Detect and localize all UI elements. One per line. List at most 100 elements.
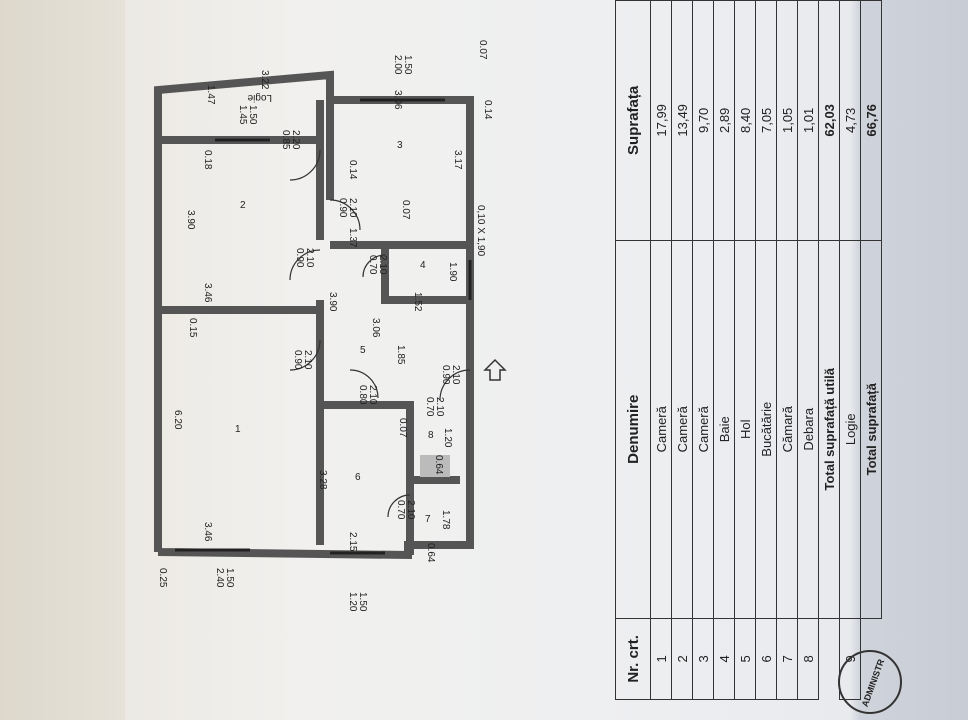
- dim: 0.90: [337, 198, 348, 218]
- dim: 0.80: [357, 385, 368, 405]
- dim: 3.22: [259, 70, 270, 90]
- dim: 1.78: [440, 510, 451, 530]
- dim: 2.10: [405, 500, 416, 520]
- dim: 3.90: [327, 292, 338, 312]
- header-nr: Nr. crt.: [615, 618, 651, 700]
- dim: 2.40: [214, 568, 225, 588]
- stamp: ADMINISTR: [838, 650, 902, 714]
- cell-nr: 5: [734, 618, 756, 700]
- dim: 2.10: [304, 248, 315, 268]
- dim: 0.14: [482, 100, 493, 120]
- cell-area: 1,05: [776, 0, 798, 241]
- cell-name: Cameră: [650, 240, 672, 619]
- cell-nr: 7: [776, 618, 798, 700]
- dim: 2.10: [347, 198, 358, 218]
- dim: 0.25: [157, 568, 168, 588]
- total-label: Total suprafață: [860, 240, 882, 619]
- cell-name: Cameră: [671, 240, 693, 619]
- dim: 0.70: [367, 255, 378, 275]
- dim: 1.47: [205, 85, 216, 105]
- room-number: 1: [235, 424, 241, 435]
- dim: 0.90: [292, 350, 303, 370]
- cell-name: Debara: [797, 240, 819, 619]
- dim: 0.18: [202, 150, 213, 170]
- dim: 3.06: [392, 90, 403, 110]
- dimension-labels: Logie 3.22 1.47 1.45 1.50 0.85 2.20 0.07…: [157, 40, 493, 612]
- shaft: [420, 455, 450, 477]
- table-header: Nr. crt. Denumire Suprafața: [615, 0, 651, 700]
- dim: 0.07: [477, 40, 488, 60]
- dim: 2.00: [392, 55, 403, 75]
- header-denumire: Denumire: [615, 240, 651, 619]
- dim: 3.28: [317, 470, 328, 490]
- cell-nr: 3: [692, 618, 714, 700]
- dim: 1.45: [237, 105, 248, 125]
- cell-nr: 4: [713, 618, 735, 700]
- dim: 0.15: [187, 318, 198, 338]
- dim: 2.10: [367, 385, 378, 405]
- dim: 0.90: [440, 365, 451, 385]
- room-number: 3: [397, 140, 403, 151]
- dim: 0.07: [397, 418, 408, 438]
- dim: 0.64: [425, 543, 436, 563]
- dim: 3.46: [202, 283, 213, 303]
- dim: 3.46: [202, 522, 213, 542]
- room-number: 6: [355, 472, 361, 483]
- cell-nr: 1: [650, 618, 672, 700]
- dim: 2.10: [377, 255, 388, 275]
- cell-name: Baie: [713, 240, 735, 619]
- windows: [175, 98, 472, 555]
- total-util-label: Total suprafață utilă: [818, 240, 840, 619]
- dim: 0.85: [280, 130, 291, 150]
- room-number: 4: [420, 260, 426, 271]
- dim: 2.15: [347, 532, 358, 552]
- dim: 0.14: [347, 160, 358, 180]
- cell-name: Logie: [839, 240, 861, 619]
- dim: 1.20: [347, 592, 358, 612]
- dim: 0.70: [395, 500, 406, 520]
- cell-nr: 2: [671, 618, 693, 700]
- dim: 1.20: [442, 428, 453, 448]
- dim: 2.10: [302, 350, 313, 370]
- total-value: 66,76: [860, 0, 882, 241]
- room-number: 7: [425, 514, 431, 525]
- cell-area: 9,70: [692, 0, 714, 241]
- door-swings: [289, 149, 471, 518]
- wall-kitchen: [320, 401, 414, 555]
- room-number: 8: [428, 430, 434, 441]
- dim: 1.50: [224, 568, 235, 588]
- dim: 1.90: [447, 262, 458, 282]
- cell-area: 17,99: [650, 0, 672, 241]
- dim: 2.10: [450, 365, 461, 385]
- cell-name: Cămară: [776, 240, 798, 619]
- dim: 3.06: [370, 318, 381, 338]
- dim: 0.07: [400, 200, 411, 220]
- cell-area: 13,49: [671, 0, 693, 241]
- stamp-text: ADMINISTR: [859, 657, 887, 709]
- cell-name: Cameră: [692, 240, 714, 619]
- cell-area: 1,01: [797, 0, 819, 241]
- cell-name: Hol: [734, 240, 756, 619]
- logia-label: Logie: [247, 92, 272, 103]
- walls: [154, 70, 474, 560]
- dim: 0,10 X 1,90: [475, 205, 486, 257]
- dim: 1.52: [412, 292, 423, 312]
- cell-area: 8,40: [734, 0, 756, 241]
- paper-edge: [0, 0, 125, 720]
- cell-area: 4,73: [839, 0, 861, 241]
- wall-room3: [326, 100, 470, 249]
- cell-area: 2,89: [713, 0, 735, 241]
- wall-bath: [381, 245, 470, 304]
- dim: 1.50: [357, 592, 368, 612]
